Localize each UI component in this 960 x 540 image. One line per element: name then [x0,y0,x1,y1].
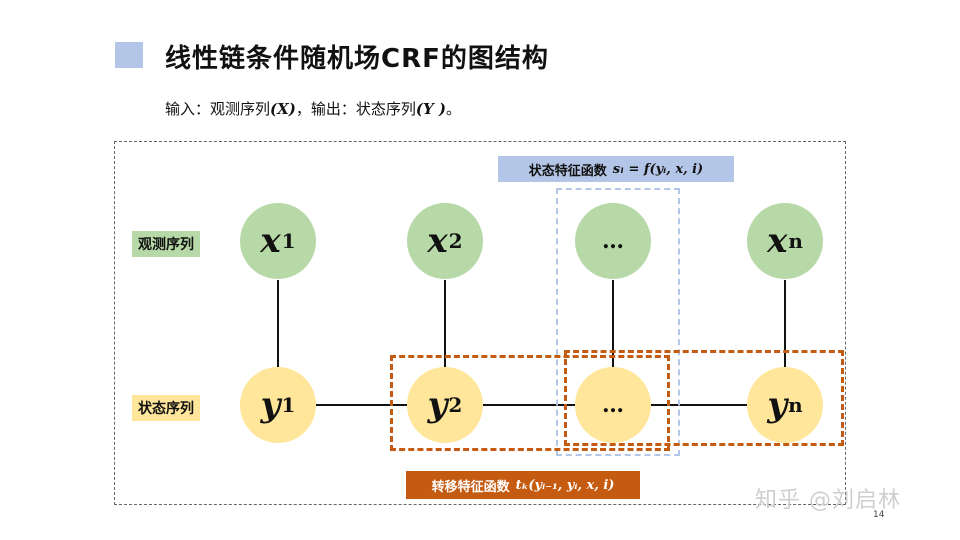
node-y2-sub: 2 [448,393,463,417]
node-y-ellipsis-base: … [602,392,624,418]
transition-feature-region-2 [564,350,844,446]
node-yn-sub: n [788,393,803,417]
node-x2-base: x [427,221,448,261]
page-number: 14 [873,510,885,520]
watermark: 知乎 @刘启林 [755,488,901,513]
subtitle-part-2: (X) [270,100,296,118]
transition-feature-region-1 [390,355,670,451]
diagram-frame [114,141,846,505]
observation-row-label: 观测序列 [132,231,200,257]
state-feature-text: 状态特征函数 [528,163,607,179]
node-y1-sub: 1 [281,393,296,417]
transition-feature-formula: tₖ(yᵢ₋₁, yᵢ, x, i) [515,477,615,493]
node-xn-sub: n [788,229,803,253]
node-x-ellipsis: … [575,203,651,279]
node-x1-sub: 1 [281,229,296,253]
node-x1-base: x [260,221,281,261]
state-row-label: 状态序列 [132,395,200,421]
node-x-ellipsis-base: … [602,228,624,254]
node-xn-base: x [767,221,788,261]
transition-feature-text: 转移特征函数 [431,479,510,495]
subtitle-part-1: 输入：观测序列 [165,100,271,118]
state-feature-region [556,188,680,456]
node-y1-base: y [260,385,281,425]
node-x2-sub: 2 [448,229,463,253]
subtitle-part-5: 。 [446,100,462,118]
node-yn-base: y [767,385,788,425]
state-feature-label: 状态特征函数 sₗ = f(yᵢ, x, i) [498,156,734,182]
subtitle-part-4: (Y ) [415,100,446,118]
node-y-ellipsis: … [575,367,651,443]
subtitle-part-3: ，输出：状态序列 [295,100,416,118]
node-y2-base: y [427,385,448,425]
state-feature-formula: sₗ = f(yᵢ, x, i) [612,161,704,177]
page-title: 线性链条件随机场CRF的图结构 [165,44,549,74]
title-marker [115,42,143,68]
page-subtitle: 输入：观测序列(X)，输出：状态序列(Y )。 [165,98,461,119]
transition-feature-label: 转移特征函数 tₖ(yᵢ₋₁, yᵢ, x, i) [406,471,640,499]
